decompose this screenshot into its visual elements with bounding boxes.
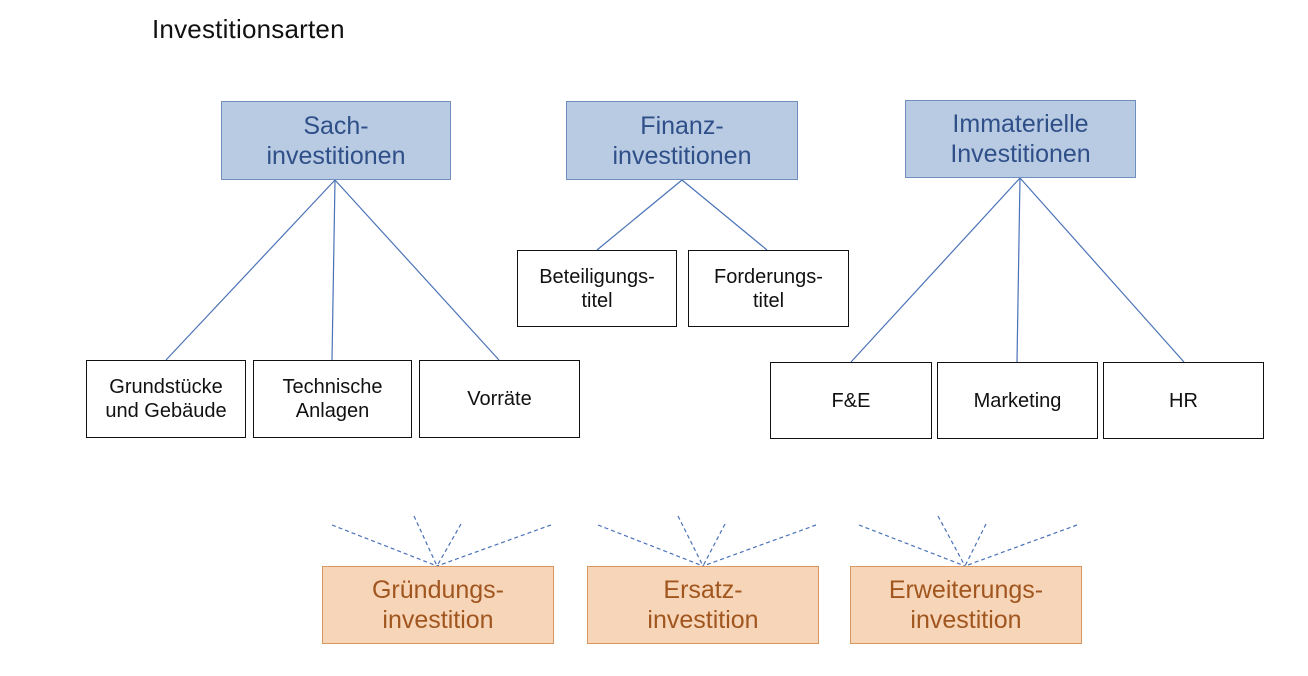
kind-erweiterungsinvestition: Erweiterungs- investition bbox=[850, 566, 1082, 644]
leaf-marketing: Marketing bbox=[937, 362, 1098, 439]
page-title: Investitionsarten bbox=[152, 14, 345, 44]
fan-gruendung bbox=[331, 515, 552, 567]
category-finanzinvestitionen: Finanz- investitionen bbox=[566, 101, 798, 180]
leaf-forderungstitel: Forderungs- titel bbox=[688, 250, 849, 327]
connector-sach-vorraete bbox=[334, 179, 500, 361]
category-sachinvestitionen: Sach- investitionen bbox=[221, 101, 451, 180]
fan-erweiterung bbox=[858, 515, 1078, 567]
kind-gruendungsinvestition: Gründungs- investition bbox=[322, 566, 554, 644]
fan-ersatz bbox=[597, 515, 817, 567]
connector-finanz-beteiligung bbox=[596, 179, 683, 251]
leaf-technische-anlagen: Technische Anlagen bbox=[253, 360, 412, 438]
connector-sach-technische bbox=[331, 179, 336, 361]
connector-finanz-forderung bbox=[681, 179, 768, 251]
connector-immat-fue bbox=[850, 177, 1021, 363]
leaf-beteiligungstitel: Beteiligungs- titel bbox=[517, 250, 677, 327]
connector-immat-marketing bbox=[1016, 177, 1021, 363]
leaf-fue: F&E bbox=[770, 362, 932, 439]
leaf-vorraete: Vorräte bbox=[419, 360, 580, 438]
connector-sach-grundstuecke bbox=[165, 179, 336, 361]
category-immaterielle-investitionen: Immaterielle Investitionen bbox=[905, 100, 1136, 178]
connector-immat-hr bbox=[1019, 177, 1185, 363]
leaf-hr: HR bbox=[1103, 362, 1264, 439]
kind-ersatzinvestition: Ersatz- investition bbox=[587, 566, 819, 644]
leaf-grundstuecke-gebaeude: Grundstücke und Gebäude bbox=[86, 360, 246, 438]
